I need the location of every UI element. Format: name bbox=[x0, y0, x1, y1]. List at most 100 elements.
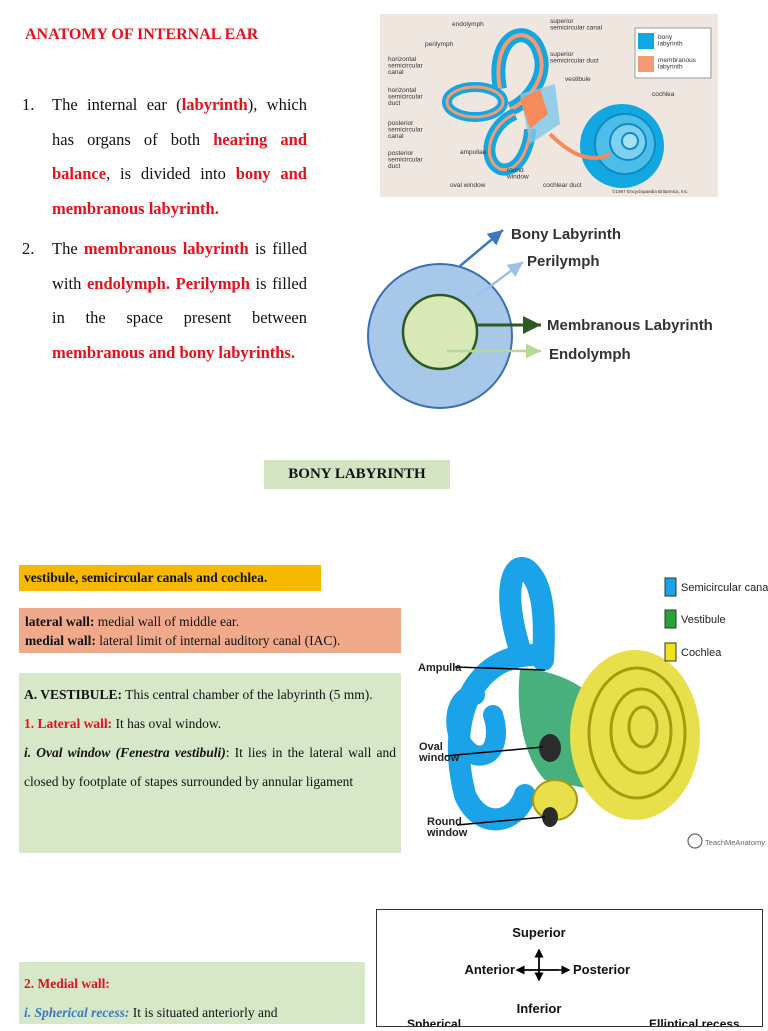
elliptical-label: Elliptical recess bbox=[649, 1017, 740, 1026]
spherical-label: Spherical bbox=[407, 1017, 461, 1026]
copyright-label: ©1997 Encyclopaedia Britannica, Inc. bbox=[612, 188, 688, 194]
cochlear-duct-label: cochlear duct bbox=[543, 182, 582, 189]
lateral-wall-label: lateral wall: bbox=[25, 614, 95, 629]
endolymph-label: Endolymph bbox=[549, 346, 631, 363]
legend-semicircular: Semicircular canals bbox=[681, 582, 768, 594]
bony-arrow bbox=[459, 229, 504, 267]
page-title: ANATOMY OF INTERNAL EAR bbox=[25, 26, 259, 43]
perilymph-label: Perilymph bbox=[527, 253, 600, 270]
perilymph-arrow bbox=[476, 260, 524, 298]
text: is filled with bbox=[52, 239, 308, 293]
posterior-label: Posterior bbox=[573, 962, 630, 977]
text: is filled in the space present between bbox=[52, 273, 307, 328]
medial-wall-line: 2. Medial wall: bbox=[24, 969, 360, 998]
components-box: vestibule, semicircular canals and cochl… bbox=[19, 565, 321, 591]
endolymph-label: endolymph bbox=[452, 21, 484, 28]
cochlea-turn bbox=[587, 666, 687, 800]
medial-wall-box: 2. Medial wall: i. Spherical recess: It … bbox=[19, 962, 365, 1024]
highlight-between-labyrinths: membranous and bony labyrinths. bbox=[52, 342, 295, 362]
medial-wall-line: medial wall: lateral limit of internal a… bbox=[25, 631, 395, 650]
posterior-canal bbox=[447, 644, 546, 831]
text: ), which has organs of both bbox=[52, 95, 307, 149]
vestibule-line: A. VESTIBULE: This central chamber of th… bbox=[24, 680, 396, 709]
lateral-wall-line: lateral wall: medial wall of middle ear. bbox=[25, 612, 395, 631]
round-window-pointer bbox=[456, 816, 546, 826]
superior-canal bbox=[499, 557, 555, 671]
oval-window-pointer bbox=[444, 746, 544, 757]
superior-label: Superior bbox=[512, 925, 565, 940]
oval-window-label: oval window bbox=[450, 182, 486, 189]
list-number: 1. bbox=[22, 95, 35, 114]
bony-membranous-schematic: Bony Labyrinth Perilymph Membranous Laby… bbox=[365, 218, 765, 418]
text: The internal ear ( bbox=[52, 95, 182, 114]
ampulla-pointer bbox=[454, 666, 546, 671]
medial-wall-text: lateral limit of internal auditory canal… bbox=[95, 633, 341, 648]
highlight-hearing-balance: hearing and balance bbox=[52, 129, 307, 184]
inferior-label: Inferior bbox=[517, 1001, 562, 1016]
orientation-diagram: Superior Inferior Anterior Posterior Sph… bbox=[376, 909, 763, 1031]
legend-swatch-cochlea bbox=[664, 642, 677, 662]
highlight-membranous-labyrinth: membranous labyrinth bbox=[83, 239, 249, 258]
lateral-wall-label: 1. Lateral wall: bbox=[24, 716, 113, 731]
text: , is divided into bbox=[106, 164, 236, 183]
list-number: 2. bbox=[22, 239, 35, 258]
membranous-vestibule-shape bbox=[520, 89, 548, 129]
medial-wall-label: 2. Medial wall: bbox=[24, 976, 110, 991]
posterior-canal-shape bbox=[483, 108, 536, 176]
legend-swatch-membranous bbox=[638, 56, 654, 72]
intro-list: 1. The internal ear (labyrinth), which h… bbox=[22, 88, 307, 370]
highlight-bony-membranous: bony and membranous labyrinth. bbox=[52, 164, 307, 218]
lateral-wall-text: medial wall of middle ear. bbox=[94, 614, 240, 629]
highlight-endolymph: endolymph. bbox=[86, 273, 170, 293]
vestibule-label: vestibule bbox=[565, 76, 591, 83]
highlight-labyrinth: labyrinth bbox=[181, 95, 248, 114]
lateral-wall-text: It has oval window. bbox=[112, 716, 222, 731]
cochlea-apex bbox=[621, 132, 639, 150]
cochlear-duct-shape bbox=[548, 132, 611, 160]
medial-wall-label: medial wall: bbox=[25, 633, 96, 648]
legend-swatch-bony bbox=[638, 33, 654, 49]
membranous-labyrinth-circle bbox=[401, 293, 479, 371]
legend-swatch-vestibule bbox=[664, 609, 677, 629]
list-item: 2. The membranous labyrinth is filled wi… bbox=[22, 232, 307, 370]
vestibule-label: A. VESTIBULE: bbox=[24, 687, 123, 702]
legend-vestibule: Vestibule bbox=[681, 614, 726, 626]
vestibule-box: A. VESTIBULE: This central chamber of th… bbox=[19, 673, 401, 853]
ampulla-label: Ampulla bbox=[418, 662, 462, 674]
oval-window-line: i. Oval window (Fenestra vestibuli): It … bbox=[24, 738, 396, 796]
bony-labyrinth-label: Bony Labyrinth bbox=[511, 226, 621, 243]
credit-icon bbox=[687, 833, 703, 849]
oval-window-label: i. Oval window (Fenestra vestibuli) bbox=[24, 745, 226, 760]
spherical-recess-text: It is situated anteriorly and bbox=[129, 1005, 278, 1020]
ampullae-label: ampullae bbox=[460, 149, 487, 156]
section-heading-bony-labyrinth: BONY LABYRINTH bbox=[264, 460, 450, 489]
posterior-duct-shape bbox=[487, 112, 532, 171]
round-window-hole bbox=[542, 807, 558, 827]
membranous-labyrinth-label: Membranous Labyrinth bbox=[547, 317, 713, 334]
perilymph-label: perilymph bbox=[425, 41, 454, 48]
list-item: 1. The internal ear (labyrinth), which h… bbox=[22, 88, 307, 226]
oval-window-hole bbox=[539, 734, 561, 762]
spherical-recess-line: i. Spherical recess: It is situated ante… bbox=[24, 998, 360, 1027]
vestibule-text: This central chamber of the labyrinth (5… bbox=[122, 687, 373, 702]
highlight-perilymph: Perilymph bbox=[175, 273, 250, 293]
text: The bbox=[52, 239, 84, 258]
cochlea-turn bbox=[609, 687, 673, 775]
anterior-label: Anterior bbox=[464, 962, 515, 977]
legend-cochlea: Cochlea bbox=[681, 647, 722, 659]
credit-label: TeachMeAnatomy bbox=[705, 838, 765, 847]
lateral-wall-line: 1. Lateral wall: It has oval window. bbox=[24, 709, 396, 738]
